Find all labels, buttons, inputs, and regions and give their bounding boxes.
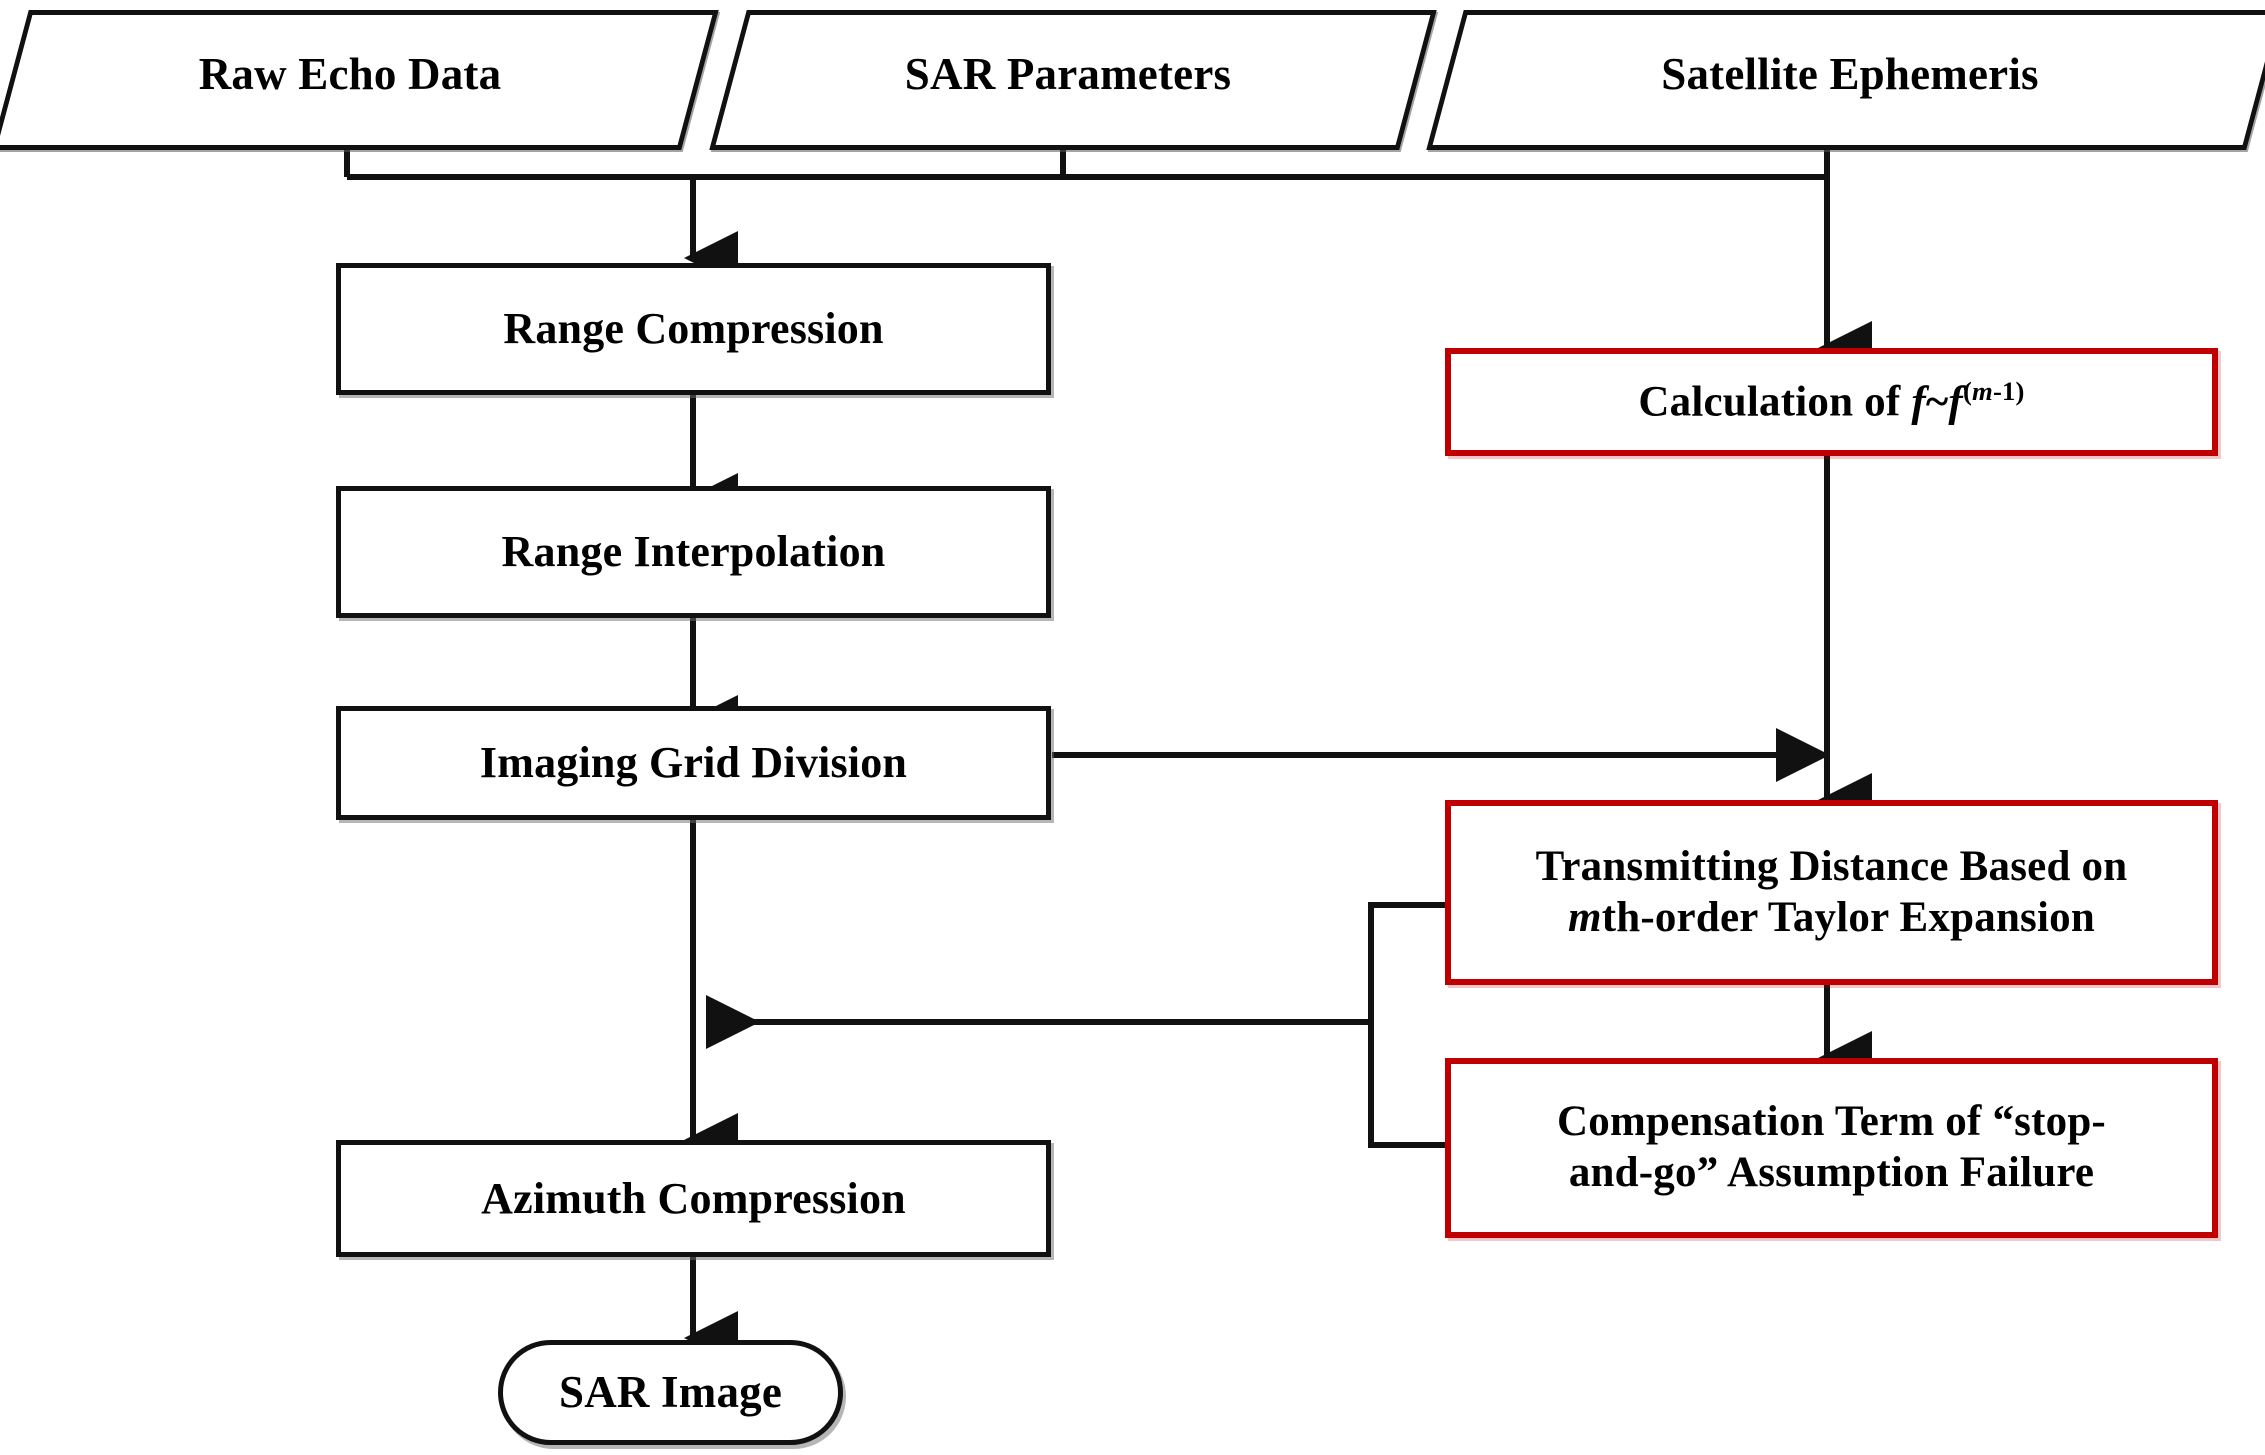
node-label: Satellite Ephemeris: [1661, 49, 2039, 100]
node-raw-echo-data[interactable]: Raw Echo Data: [0, 10, 719, 150]
node-label: Range Compression: [503, 304, 884, 354]
transmitting-line2-rest: th-order Taylor Expansion: [1601, 893, 2095, 941]
compensation-line2: and-go” Assumption Failure: [1568, 1149, 2095, 1196]
node-azimuth-compression[interactable]: Azimuth Compression: [336, 1140, 1051, 1257]
node-label: Compensation Term of “stop-and-go” Assum…: [1557, 1097, 2106, 1198]
node-label: Calculation of f~f(m-1): [1638, 376, 2024, 428]
calc-prefix: Calculation of: [1638, 378, 1912, 426]
sup-rest: -1): [1992, 375, 2025, 406]
transmitting-order-symbol: m: [1568, 893, 1602, 941]
node-imaging-grid-division[interactable]: Imaging Grid Division: [336, 706, 1051, 820]
compensation-line1: Compensation Term of “stop-: [1557, 1098, 2106, 1146]
sup-m: m: [1972, 375, 1993, 406]
sup-open: (: [1962, 375, 1973, 406]
node-calculation-of-f[interactable]: Calculation of f~f(m-1): [1445, 348, 2218, 456]
node-range-compression[interactable]: Range Compression: [336, 263, 1051, 395]
node-label: Imaging Grid Division: [479, 738, 908, 788]
node-label: Azimuth Compression: [481, 1173, 906, 1223]
node-range-interpolation[interactable]: Range Interpolation: [336, 486, 1051, 618]
node-compensation-term[interactable]: Compensation Term of “stop-and-go” Assum…: [1445, 1058, 2218, 1238]
calc-tilde: ~: [1925, 378, 1949, 426]
node-label: Raw Echo Data: [198, 49, 502, 100]
node-label: SAR Image: [558, 1366, 783, 1417]
transmitting-line1: Transmitting Distance Based on: [1535, 842, 2128, 890]
node-label: SAR Parameters: [904, 49, 1232, 100]
calc-symbol-f2: f: [1948, 378, 1963, 426]
node-sar-parameters[interactable]: SAR Parameters: [709, 10, 1437, 150]
calc-symbol-f1: f: [1911, 378, 1926, 426]
calc-superscript: (m-1): [1963, 376, 2025, 406]
node-satellite-ephemeris[interactable]: Satellite Ephemeris: [1426, 10, 2265, 150]
node-label: Range Interpolation: [501, 527, 886, 577]
node-sar-image[interactable]: SAR Image: [498, 1340, 843, 1445]
